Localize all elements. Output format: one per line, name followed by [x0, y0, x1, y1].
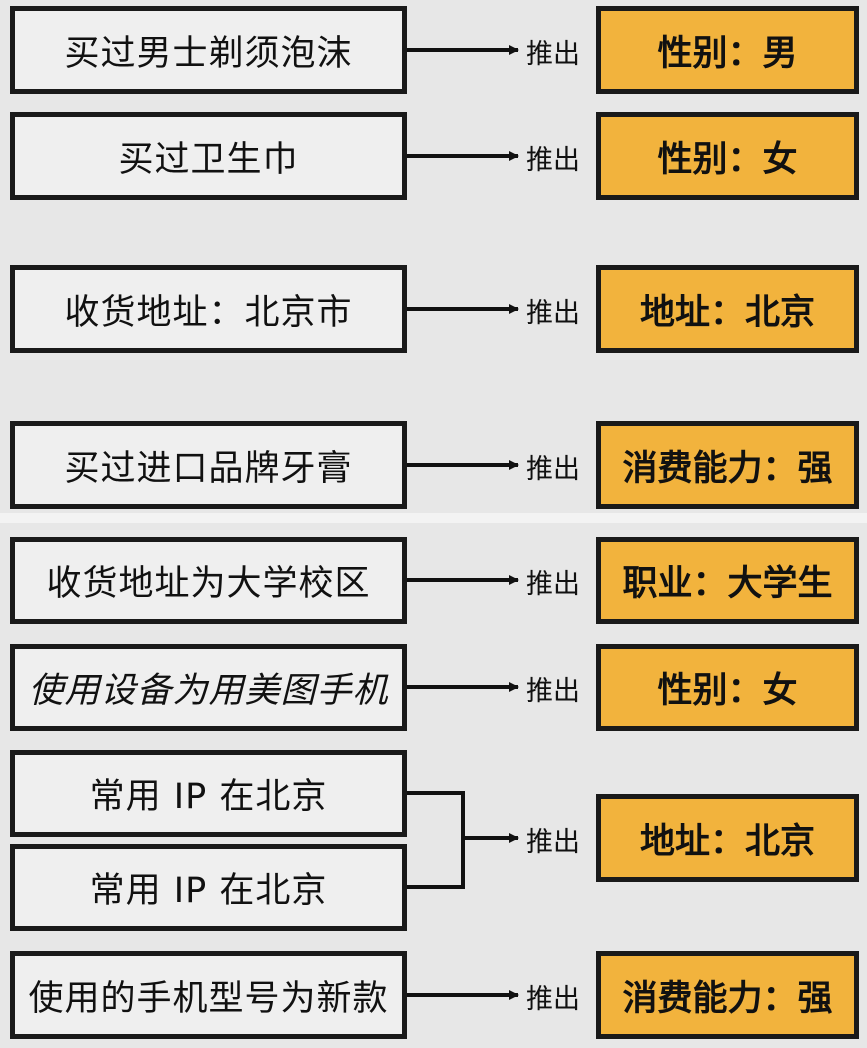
result-box: 职业：大学生: [596, 537, 859, 624]
arrow-label: 推出: [526, 676, 580, 707]
result-box: 消费能力：强: [596, 951, 859, 1039]
result-box: 地址：北京: [596, 794, 859, 882]
result-box: 性别：男: [596, 6, 859, 94]
arrow-label: 推出: [526, 145, 580, 176]
arrow-label: 推出: [526, 39, 580, 70]
condition-box: 买过进口品牌牙膏: [10, 421, 407, 509]
result-box: 地址：北京: [596, 265, 859, 353]
arrow-label: 推出: [526, 827, 580, 858]
arrow-label: 推出: [526, 298, 580, 329]
condition-box: 收货地址：北京市: [10, 265, 407, 353]
condition-box: 使用的手机型号为新款: [10, 951, 407, 1039]
result-box: 性别：女: [596, 112, 859, 200]
result-box: 性别：女: [596, 644, 859, 731]
condition-box: 使用设备为用美图手机: [10, 644, 407, 731]
arrow-label: 推出: [526, 454, 580, 485]
condition-box: 买过卫生巾: [10, 112, 407, 200]
arrow-label: 推出: [526, 984, 580, 1015]
condition-box: 收货地址为大学校区: [10, 537, 407, 624]
condition-box: 常用 IP 在北京: [10, 750, 407, 837]
condition-box: 常用 IP 在北京: [10, 844, 407, 931]
arrow-label: 推出: [526, 569, 580, 600]
result-box: 消费能力：强: [596, 421, 859, 509]
condition-box: 买过男士剃须泡沫: [10, 6, 407, 94]
